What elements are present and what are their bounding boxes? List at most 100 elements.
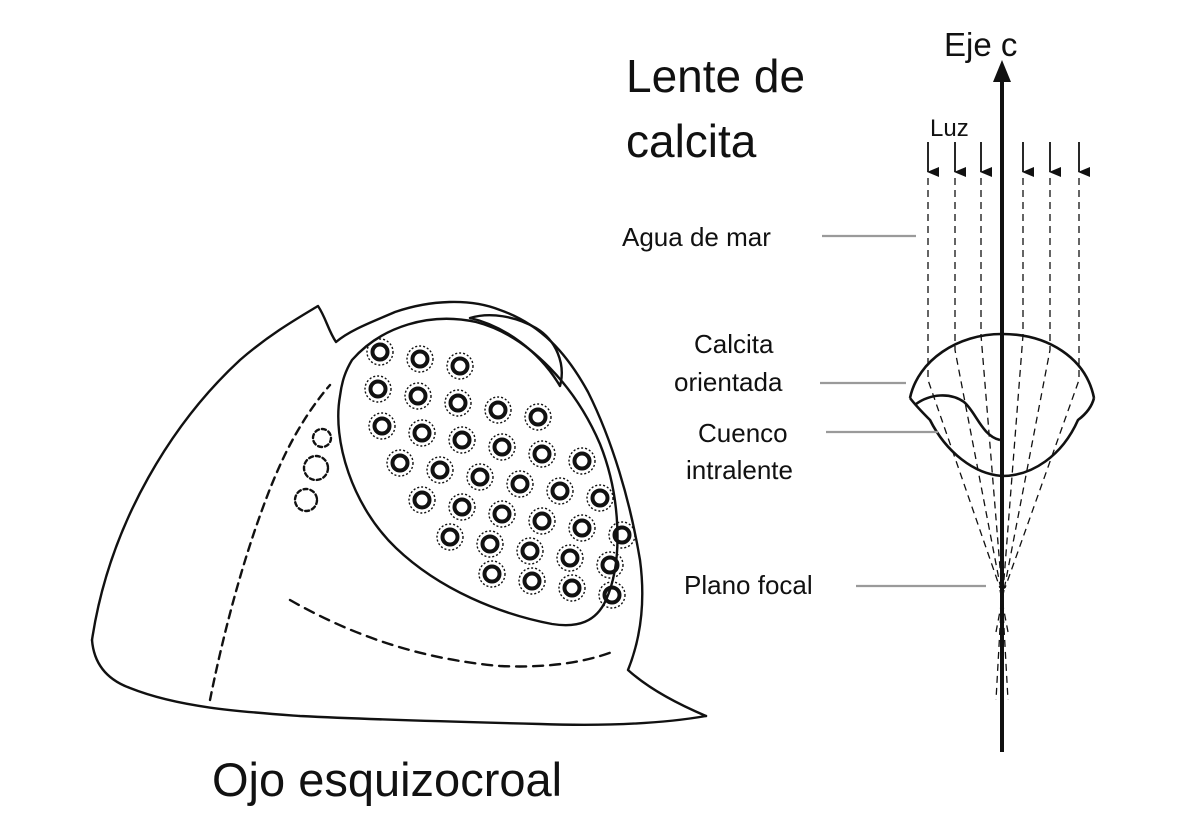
eye-lens [448, 393, 468, 413]
eye-lens [452, 497, 472, 517]
lens-rim [546, 477, 574, 505]
ray-lower [995, 591, 1009, 701]
lens-rim [596, 551, 624, 579]
lens-rim [556, 544, 584, 572]
lens-title-line1: Lente de [626, 50, 805, 102]
lens-rim [368, 412, 396, 440]
side-lens [293, 487, 319, 513]
c-axis-label: Eje c [944, 26, 1017, 63]
lens-rim [484, 396, 512, 424]
eye-lens [532, 511, 552, 531]
eye-lens [482, 564, 502, 584]
lens-rim [568, 514, 596, 542]
eye-lens [492, 437, 512, 457]
c-axis-arrowhead [993, 60, 1011, 82]
lens-rim [406, 345, 434, 373]
eye-lens [440, 527, 460, 547]
eye-lens [470, 467, 490, 487]
lens-rim [476, 530, 504, 558]
lens-rim [506, 470, 534, 498]
ray-path [1003, 178, 1051, 591]
lens-rim [516, 537, 544, 565]
side-lens [311, 427, 333, 449]
lens-rim [558, 574, 586, 602]
lens-rim [366, 338, 394, 366]
lens-rim [364, 375, 392, 403]
eye-outer-outline [90, 300, 708, 718]
eye-lens [450, 356, 470, 376]
eye-lens [408, 386, 428, 406]
intralens-bowl [915, 394, 1001, 442]
palpebral-lobe [468, 314, 563, 388]
eye-lens [562, 578, 582, 598]
eye-lens [492, 504, 512, 524]
lens-rim [528, 440, 556, 468]
lens-rim [608, 521, 636, 549]
eye-drawing [90, 300, 708, 726]
eye-lens [510, 474, 530, 494]
calcite-label-line2: orientada [674, 367, 783, 397]
eye-lens [590, 488, 610, 508]
ray-path [954, 178, 1002, 591]
eye-lens [452, 430, 472, 450]
lens-rim [436, 523, 464, 551]
eye-lens [572, 451, 592, 471]
leader-lines [820, 234, 986, 588]
eye-base-left [90, 638, 708, 726]
lens-rim [426, 456, 454, 484]
eye-lens [368, 379, 388, 399]
lens-rim [448, 426, 476, 454]
eye-lens [370, 342, 390, 362]
lens-grid [364, 338, 636, 609]
eye-lens [600, 555, 620, 575]
lens-rim [404, 382, 432, 410]
focal-plane-label: Plano focal [684, 570, 813, 600]
lens-rim [568, 447, 596, 475]
eye-lens [528, 407, 548, 427]
lens-rim [598, 581, 626, 609]
ray-path [980, 178, 1003, 593]
ray-path [927, 178, 1001, 589]
eye-lens [572, 518, 592, 538]
eye-lens [522, 571, 542, 591]
eye-lens [532, 444, 552, 464]
lens-rim [488, 433, 516, 461]
eye-lens [372, 416, 392, 436]
lens-rim [528, 507, 556, 535]
lens-upper [908, 332, 1096, 399]
eye-lens [480, 534, 500, 554]
bowl-label-line2: intralente [686, 455, 793, 485]
lens-rim [466, 463, 494, 491]
calcite-label-line1: Calcita [694, 329, 774, 359]
c-axis [993, 60, 1011, 752]
side-lens [302, 454, 330, 482]
eye-caption: Ojo esquizocroal [212, 753, 562, 806]
eye-lens [412, 490, 432, 510]
lens-title-line2: calcita [626, 115, 757, 167]
eye-lens [430, 460, 450, 480]
calcite-lens [908, 332, 1096, 478]
lens-rim [408, 419, 436, 447]
eye-lens [520, 541, 540, 561]
eye-lens [390, 453, 410, 473]
lens-rim [444, 389, 472, 417]
eye-lens [410, 349, 430, 369]
lens-rim [446, 352, 474, 380]
visual-surface [337, 317, 619, 627]
lens-rim [488, 500, 516, 528]
eye-lens [602, 585, 622, 605]
lens-rim [524, 403, 552, 431]
seawater-label: Agua de mar [622, 222, 771, 252]
light-label: Luz [930, 115, 969, 142]
bowl-label-line1: Cuenco [698, 418, 788, 448]
lens-rim [448, 493, 476, 521]
lens-rim [386, 449, 414, 477]
light-rays [927, 142, 1090, 177]
lens-lower [908, 397, 1096, 478]
eye-lens [488, 400, 508, 420]
eye-inner-ridge [208, 383, 332, 702]
lens-rim [518, 567, 546, 595]
eye-lens [560, 548, 580, 568]
eye-lens [550, 481, 570, 501]
lens-rim [586, 484, 614, 512]
